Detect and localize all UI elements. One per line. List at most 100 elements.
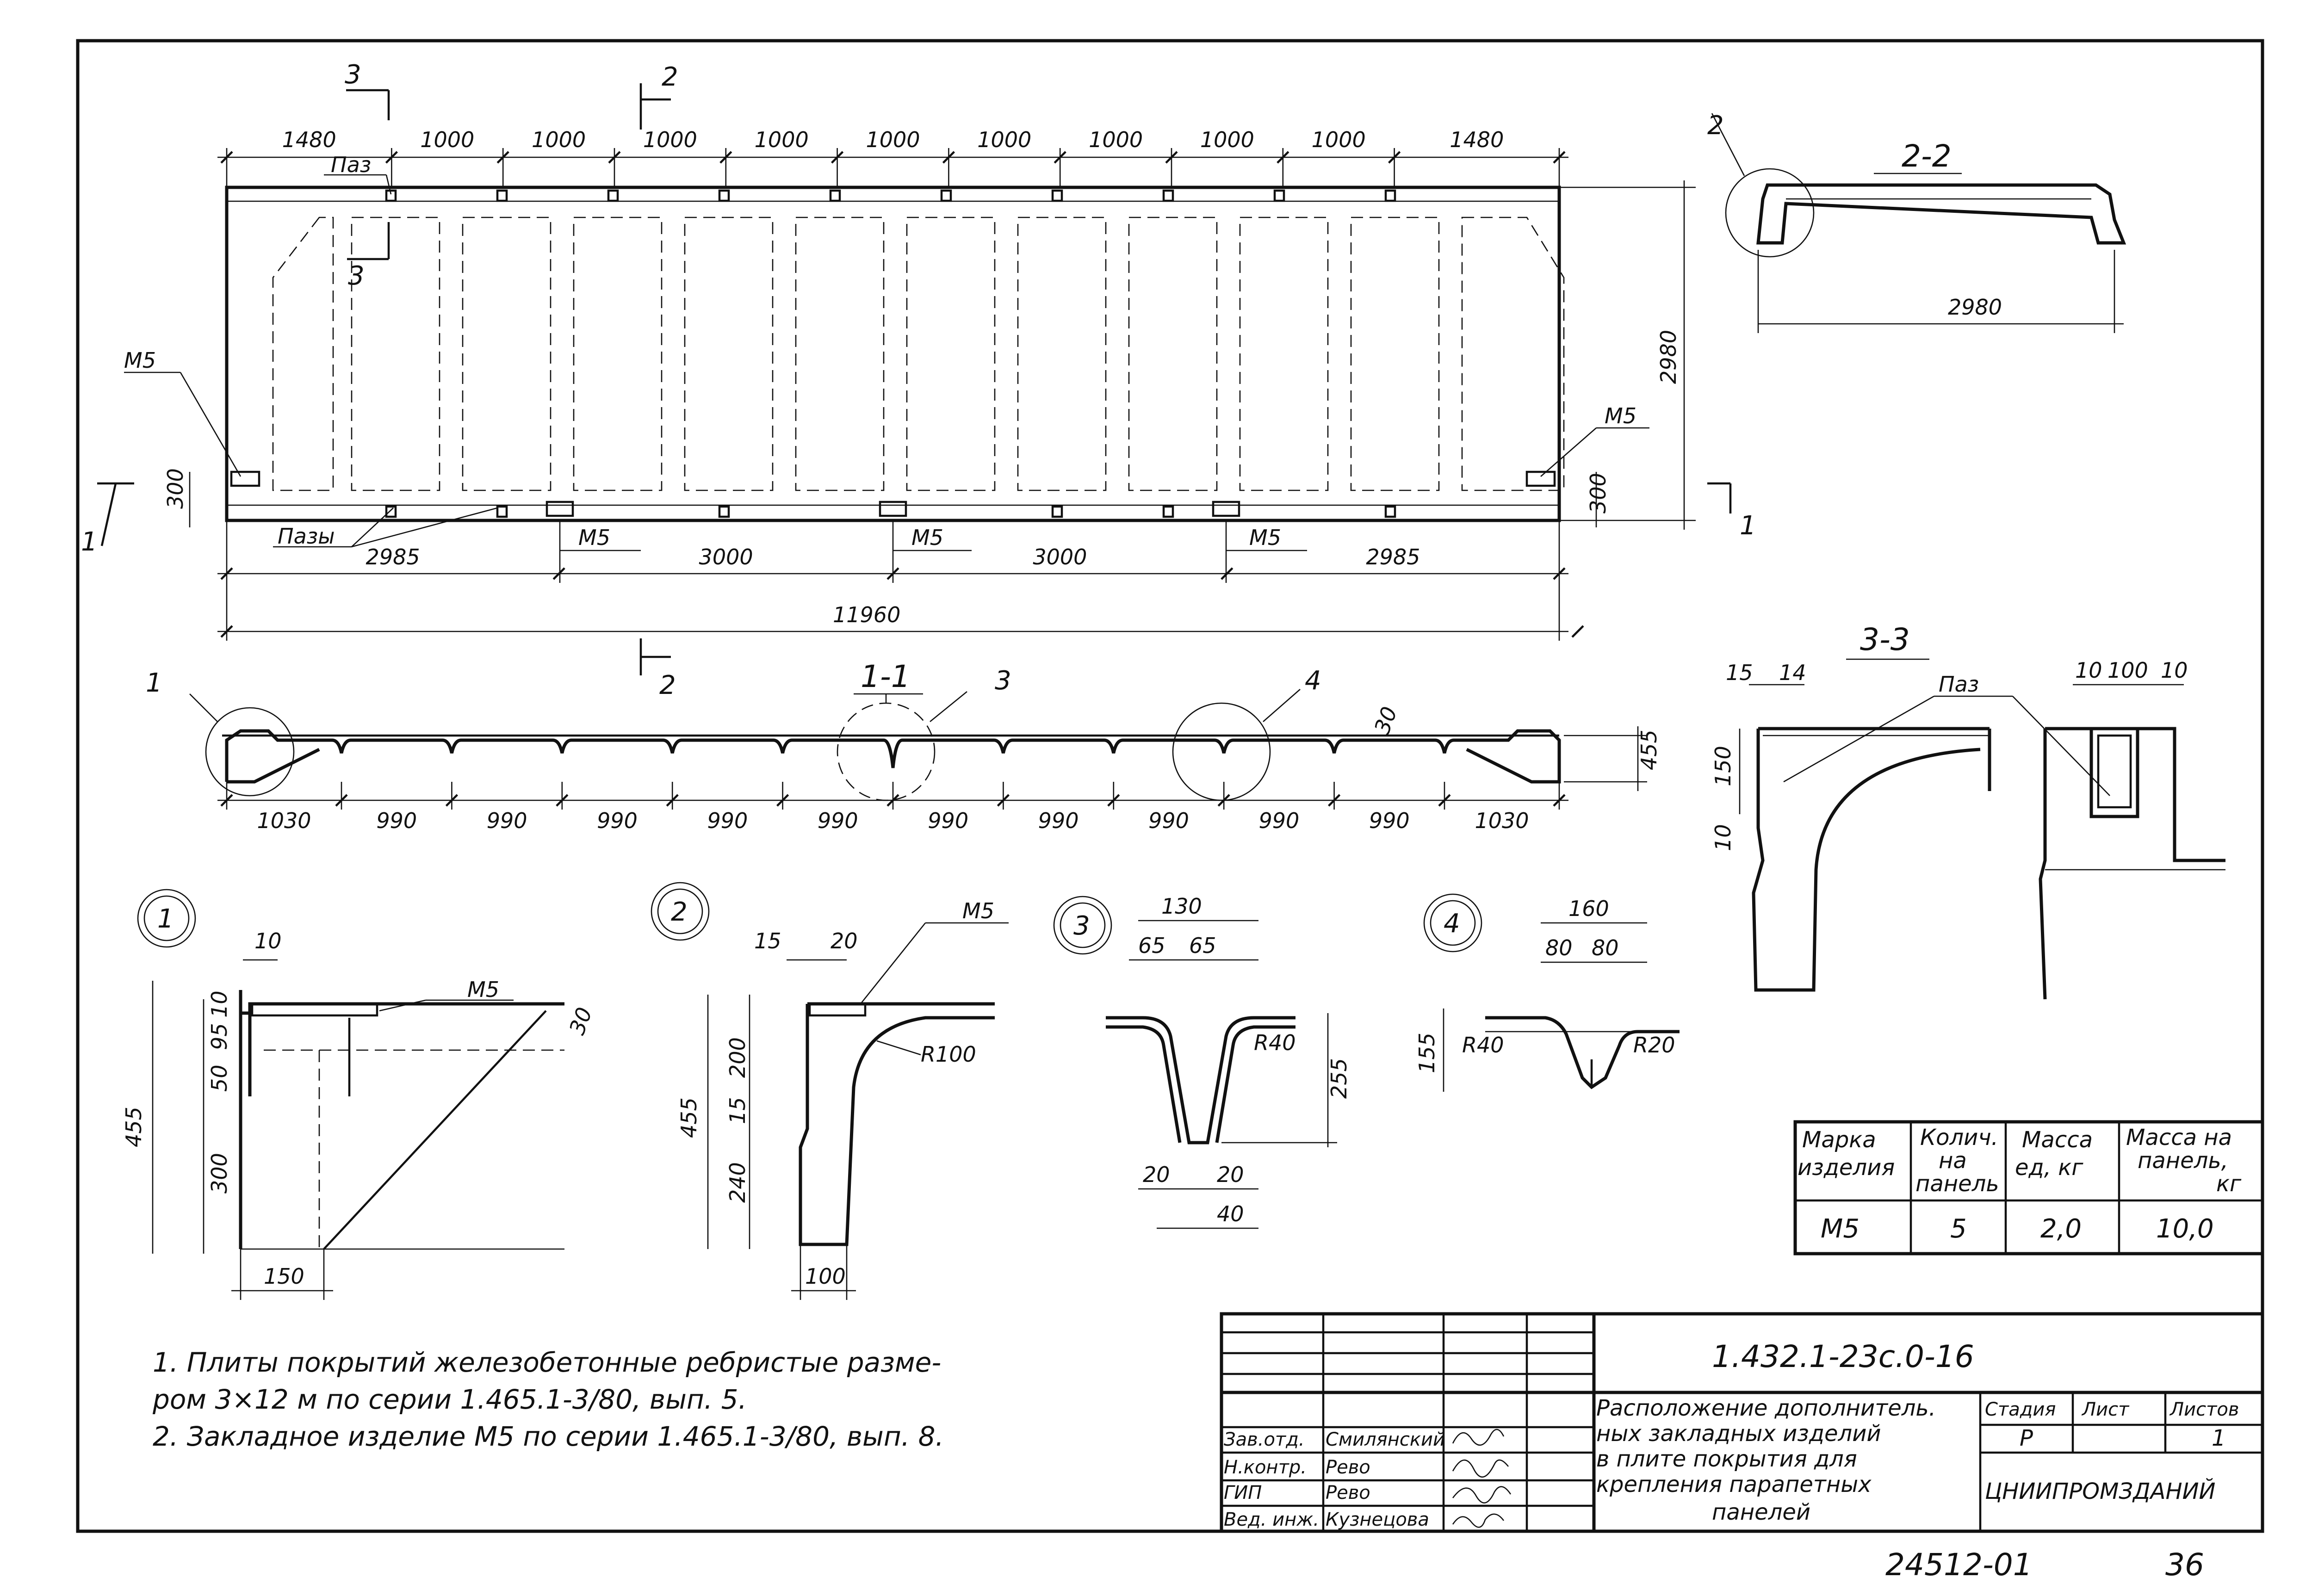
plan-groove-bottom bbox=[718, 505, 730, 518]
plan-groove-top bbox=[940, 189, 952, 202]
plan-groove-top bbox=[1051, 189, 1063, 202]
detail-4-dim-b: 80 bbox=[1592, 935, 1619, 960]
spec-header-4-line-2: панель, bbox=[2138, 1148, 2228, 1174]
plan-bottom-dim: 2985 bbox=[366, 544, 420, 569]
plan-rib-cell bbox=[462, 217, 552, 491]
plan-top-dim: 1000 bbox=[977, 127, 1031, 152]
detail-4-dim-a: 80 bbox=[1545, 935, 1573, 960]
plan-groove-top bbox=[385, 189, 397, 202]
section-2-2-callout: 2 bbox=[1707, 111, 1724, 141]
detail-2-dim-b: 20 bbox=[831, 928, 858, 953]
detail-1: 1 М5 10 455 10 95 50 300 30 150 bbox=[121, 889, 597, 1300]
edge-offset-left-dim: 300 bbox=[163, 468, 188, 509]
detail-4-height-dim: 155 bbox=[1414, 1033, 1439, 1073]
sec33-dim-b: 14 bbox=[1779, 660, 1806, 685]
spec-cell-qty: 5 bbox=[1950, 1214, 1967, 1244]
section-mark-2-bottom: 2 bbox=[659, 670, 676, 700]
elevation-callout-1: 1 bbox=[146, 668, 162, 698]
plan-groove-top bbox=[1273, 189, 1285, 202]
staff-role-1: Зав.отд. bbox=[1224, 1429, 1305, 1450]
elevation-rib-dim: 990 bbox=[1148, 808, 1189, 833]
section-mark-3-top: 3 bbox=[345, 60, 361, 90]
plan-rib-cell bbox=[1128, 217, 1218, 491]
detail-3-dim-a: 65 bbox=[1138, 933, 1165, 958]
spec-header-2-line-3: панель bbox=[1915, 1171, 1999, 1197]
sec33-dim-e: 10 bbox=[2075, 658, 2102, 683]
grooves-label: Пазы bbox=[278, 524, 335, 549]
staff-role-4: Вед. инж. bbox=[1224, 1509, 1319, 1530]
detail-1-dim-e: 30 bbox=[564, 1004, 597, 1038]
spec-cell-mark: М5 bbox=[1821, 1214, 1860, 1244]
detail-3-width-dim: 130 bbox=[1161, 894, 1202, 919]
plan-groove-bottom bbox=[1384, 505, 1396, 518]
spec-cell-total-mass: 10,0 bbox=[2156, 1214, 2214, 1244]
section-mark-3-bottom: 3 bbox=[348, 261, 365, 291]
detail-3-height-dim: 255 bbox=[1326, 1058, 1351, 1099]
footer-page: 36 bbox=[2165, 1547, 2204, 1583]
detail-4-number: 4 bbox=[1444, 909, 1460, 939]
staff-name-2: Рево bbox=[1326, 1457, 1370, 1478]
detail-1-dim-d: 300 bbox=[207, 1153, 232, 1194]
plan-groove-bottom bbox=[496, 505, 508, 518]
elevation-height-dim: 455 bbox=[1636, 730, 1661, 770]
detail-1-number: 1 bbox=[157, 904, 174, 934]
plan-rib-cell bbox=[1461, 217, 1565, 491]
sheets-value: 1 bbox=[2212, 1425, 2226, 1451]
spec-header-4-line-3: кг bbox=[2216, 1171, 2242, 1197]
detail-3-number: 3 bbox=[1073, 911, 1090, 941]
title-line-5: панелей bbox=[1712, 1499, 1810, 1525]
elevation-callout-4: 4 bbox=[1305, 666, 1321, 696]
m5-mid-2-label: М5 bbox=[911, 525, 943, 550]
detail-4-radius-1: R40 bbox=[1462, 1033, 1504, 1058]
detail-2-width-dim: 100 bbox=[805, 1264, 846, 1289]
detail-4-width-dim: 160 bbox=[1568, 896, 1609, 921]
plan-bottom-tick bbox=[552, 567, 565, 580]
plan-rib-cell bbox=[906, 217, 996, 491]
note-line-2: ром 3×12 м по серии 1.465.1-3/80, вып. 5… bbox=[152, 1384, 747, 1415]
detail-2-dim-d: 15 bbox=[725, 1097, 750, 1124]
signature-2 bbox=[1452, 1459, 1509, 1478]
plan-top-dim: 1480 bbox=[1450, 127, 1504, 152]
plan-groove-top bbox=[829, 189, 841, 202]
plan-bottom-dim: 3000 bbox=[1033, 544, 1087, 569]
spec-header-2-line-2: на bbox=[1939, 1148, 1967, 1174]
staff-name-4: Кузнецова bbox=[1326, 1509, 1429, 1530]
section-3-3: 3-3 Паз 15 14 150 10 10 100 10 bbox=[1711, 622, 2225, 1000]
section-3-3-groove-label: Паз bbox=[1939, 672, 1979, 697]
title-line-3: в плите покрытия для bbox=[1596, 1446, 1857, 1472]
section-2-2: 2 2-2 2980 bbox=[1707, 111, 2126, 333]
plan-rib-cell bbox=[272, 217, 334, 491]
detail-1-top-dim: 10 bbox=[254, 928, 282, 953]
plan-top-dim: 1000 bbox=[532, 127, 586, 152]
elevation-callout-3: 3 bbox=[995, 666, 1011, 696]
sheets-header: Листов bbox=[2169, 1399, 2239, 1420]
spec-header-1-line-2: изделия bbox=[1798, 1155, 1895, 1181]
elevation-top-dim: 30 bbox=[1370, 703, 1402, 737]
plan-top-dim: 1000 bbox=[866, 127, 920, 152]
elevation-rib-dim: 990 bbox=[1038, 808, 1079, 833]
m5-right-label: М5 bbox=[1605, 403, 1636, 428]
detail-2-radius: R100 bbox=[921, 1042, 976, 1067]
sec33-dim-f: 100 bbox=[2107, 658, 2148, 683]
plan-embedded-m5 bbox=[1212, 501, 1240, 517]
signature-3 bbox=[1452, 1486, 1512, 1503]
elevation-rib-dim: 990 bbox=[1258, 808, 1299, 833]
overall-tick bbox=[220, 625, 233, 638]
plan-groove-top bbox=[607, 189, 619, 202]
notes: 1. Плиты покрытий железобетонные ребрист… bbox=[152, 1347, 944, 1452]
detail-1-dim-c: 50 bbox=[207, 1064, 232, 1092]
groove-label: Паз bbox=[331, 152, 371, 177]
detail-4-radius-2: R20 bbox=[1633, 1033, 1675, 1058]
plan-top-dim: 1480 bbox=[282, 127, 336, 152]
plan-top-dim: 1000 bbox=[420, 127, 474, 152]
signature-1 bbox=[1452, 1429, 1505, 1446]
title-block: 1.432.1-23с.0-16 Расположение дополнител… bbox=[1220, 1312, 2264, 1533]
plan-rib-cell bbox=[684, 217, 774, 491]
plan-bottom-dim: 3000 bbox=[699, 544, 753, 569]
section-2-2-title: 2-2 bbox=[1902, 138, 1952, 174]
detail-1-dim-a: 10 bbox=[207, 990, 232, 1018]
staff-name-3: Рево bbox=[1326, 1482, 1370, 1503]
detail-1-height-dim: 455 bbox=[121, 1107, 146, 1147]
